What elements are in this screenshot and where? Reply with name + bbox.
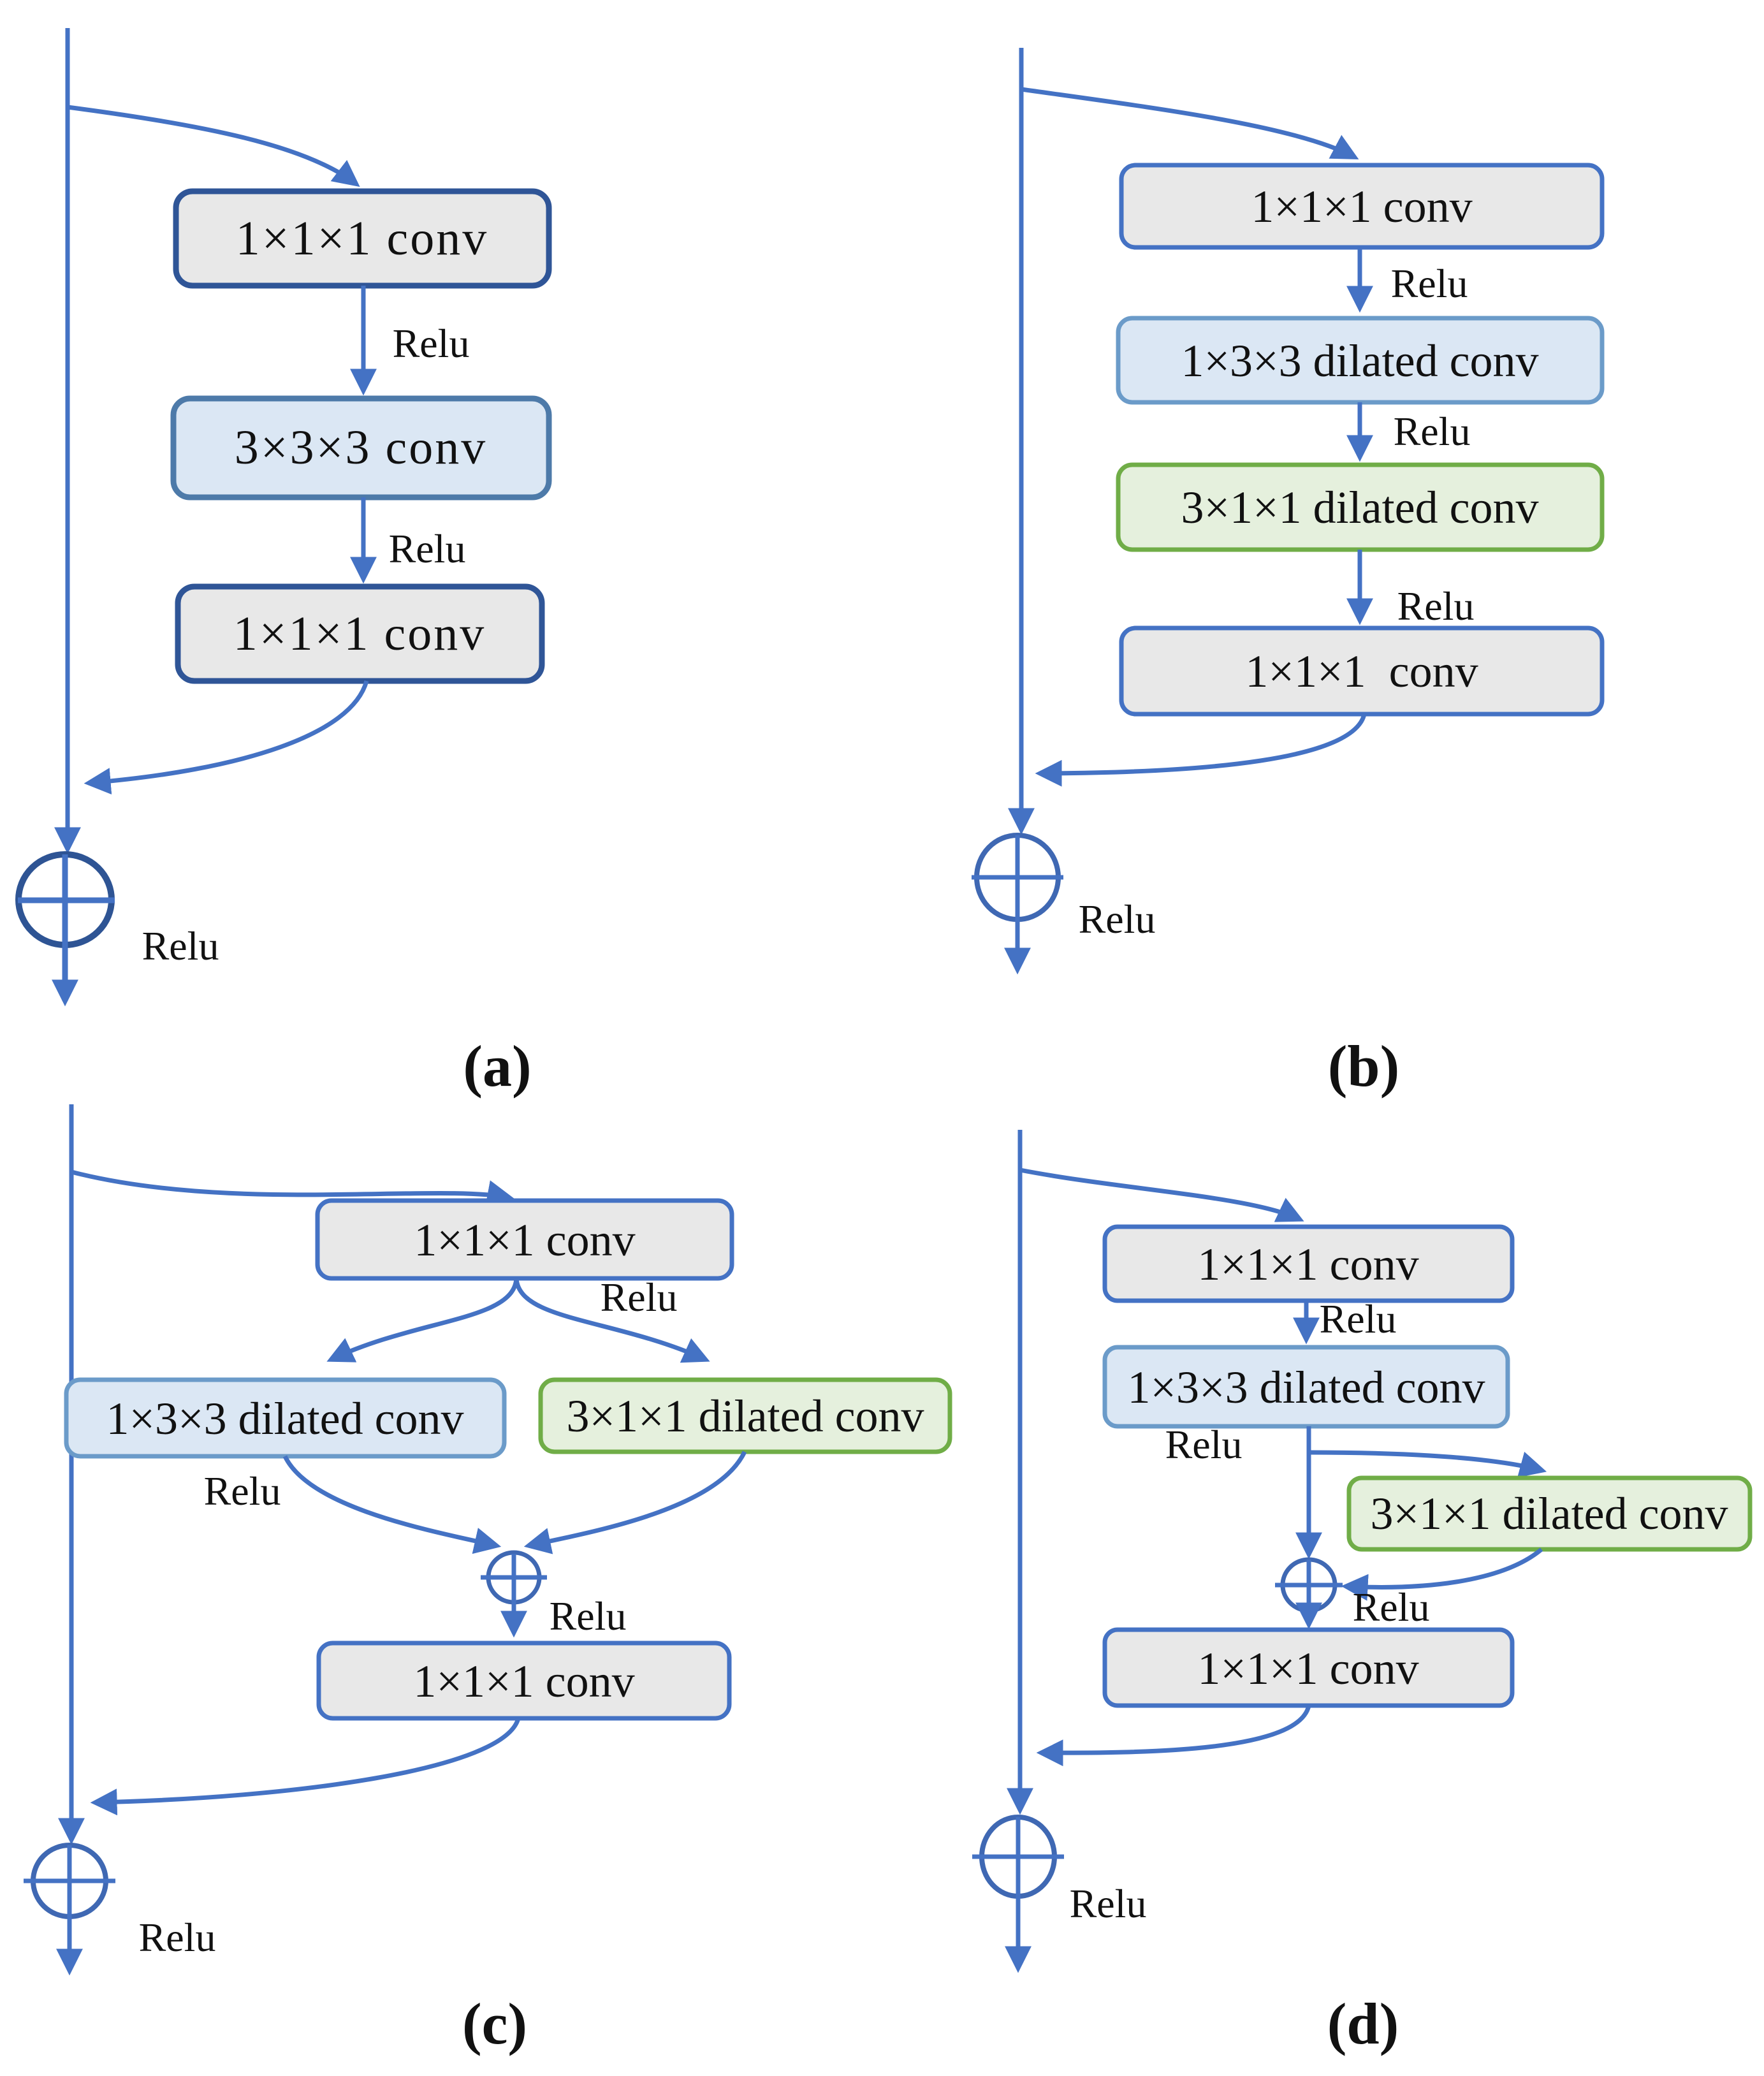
panel-a: 1×1×1 conv Relu 3×3×3 conv Relu 1×1×1 co… xyxy=(15,28,552,1099)
skip-branch-arrow xyxy=(1021,87,1359,159)
relu-label: Relu xyxy=(550,1593,627,1639)
panel-caption: (b) xyxy=(1328,1034,1399,1099)
relu-label: Relu xyxy=(393,321,470,366)
relu-label: Relu xyxy=(1165,1422,1243,1467)
conv-box-label: 1×1×1 conv xyxy=(1245,646,1478,697)
branch-to-green-arrow xyxy=(1308,1450,1547,1478)
skip-branch-arrow xyxy=(71,1169,514,1207)
conv-box-label: 1×1×1 conv xyxy=(1197,1643,1418,1694)
conv-box-label: 1×3×3 dilated conv xyxy=(1181,335,1538,386)
residual-return-arrow xyxy=(90,1717,521,1816)
conv-box-3x1x1-dilated xyxy=(1346,1475,1753,1552)
skip-branch-arrow xyxy=(1019,1167,1304,1222)
panel-caption: (d) xyxy=(1327,1991,1399,2056)
conv-box-label: 1×3×3 dilated conv xyxy=(1127,1362,1485,1413)
conv-box-1x1x1 xyxy=(315,1198,734,1281)
conv-box-label: 3×1×1 dilated conv xyxy=(1370,1488,1728,1539)
residual-return-arrow xyxy=(84,680,369,795)
conv-box-label: 1×1×1 conv xyxy=(1251,181,1472,232)
skip-branch-arrow xyxy=(67,105,360,187)
conv-box-label: 1×1×1 conv xyxy=(1197,1239,1418,1290)
relu-label: Relu xyxy=(1353,1584,1430,1630)
relu-label: Relu xyxy=(142,923,219,969)
conv-box-label: 1×1×1 conv xyxy=(413,1656,634,1707)
relu-label: Relu xyxy=(1070,1881,1147,1926)
relu-label: Relu xyxy=(204,1468,281,1514)
conv-box-1x3x3-dilated xyxy=(1102,1345,1510,1429)
panel-c: 1×1×1 conv Relu 1×3×3 dilated conv 3×1×1… xyxy=(24,1104,952,2056)
panel-caption: (c) xyxy=(462,1991,527,2056)
residual-return-arrow xyxy=(1036,1705,1311,1767)
split-arrow-right xyxy=(514,1278,710,1363)
relu-label: Relu xyxy=(1391,261,1468,306)
relu-label: Relu xyxy=(1397,583,1475,629)
panel-caption: (a) xyxy=(463,1034,531,1099)
conv-box-label: 1×1×1 conv xyxy=(233,607,486,661)
conv-box-label: 3×3×3 conv xyxy=(235,421,487,474)
merge-arrow-right xyxy=(523,1451,747,1554)
relu-label: Relu xyxy=(601,1275,678,1320)
green-return-arrow xyxy=(1341,1547,1543,1601)
panel-d: 1×1×1 conv Relu 1×3×3 dilated conv Relu … xyxy=(972,1130,1753,2056)
conv-box-1x1x1 xyxy=(1119,625,1605,717)
relu-label: Relu xyxy=(1320,1296,1397,1341)
split-arrow-left xyxy=(326,1278,519,1363)
relu-label: Relu xyxy=(1079,896,1156,942)
conv-box-1x1x1 xyxy=(316,1641,732,1721)
conv-box-label: 1×1×1 conv xyxy=(236,212,488,265)
conv-box-label: 3×1×1 dilated conv xyxy=(1181,482,1538,533)
relu-label: Relu xyxy=(1394,409,1471,454)
panel-b: 1×1×1 conv Relu 1×3×3 dilated conv Relu … xyxy=(972,48,1605,1099)
relu-label: Relu xyxy=(139,1915,216,1960)
conv-box-label: 1×1×1 conv xyxy=(414,1215,635,1266)
residual-return-arrow xyxy=(1035,713,1367,787)
conv-box-label: 1×3×3 dilated conv xyxy=(106,1393,463,1444)
conv-box-1x1x1 xyxy=(175,583,545,684)
merge-arrow-left xyxy=(282,1455,502,1554)
relu-label: Relu xyxy=(389,526,466,571)
conv-box-label: 3×1×1 dilated conv xyxy=(566,1391,924,1442)
conv-box-3x1x1-dilated xyxy=(538,1377,952,1454)
